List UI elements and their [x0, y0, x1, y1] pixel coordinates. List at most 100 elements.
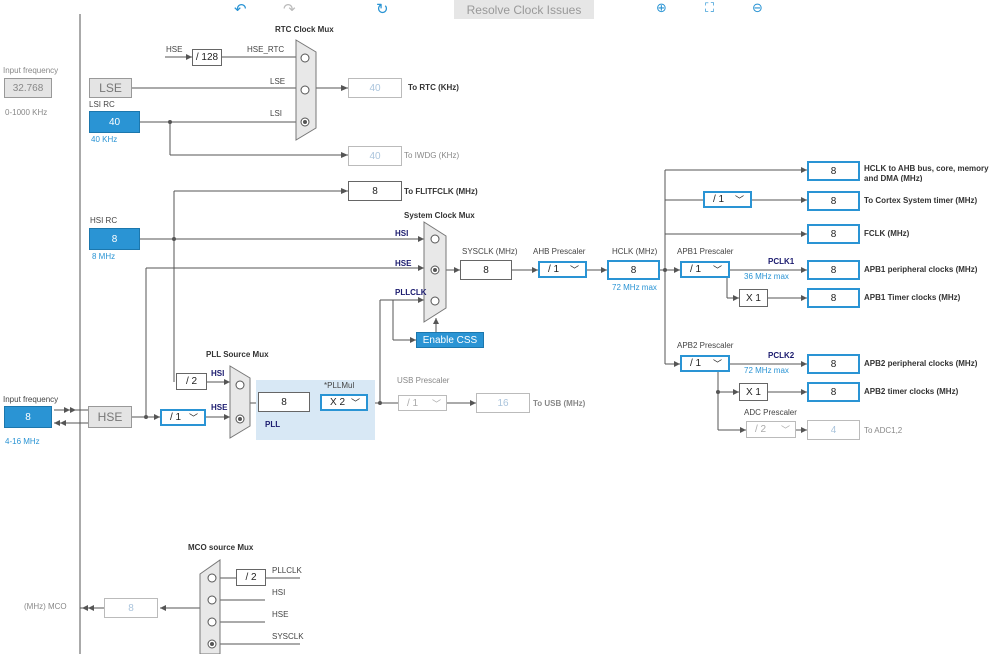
lsi-rc-unit: 40 KHz — [91, 135, 118, 144]
pllmul-label: *PLLMul — [324, 381, 355, 390]
apb1-timer-output-label: APB1 Timer clocks (MHz) — [864, 293, 961, 302]
hse-block[interactable]: HSE — [88, 406, 132, 428]
ahb-prescaler-label: AHB Prescaler — [533, 247, 586, 256]
hclk-field[interactable]: 8 — [607, 260, 660, 280]
apb2-timer-output-field[interactable]: 8 — [807, 382, 860, 402]
pll-mux-hsi-label: HSI — [211, 369, 225, 378]
chevron-down-icon: ﹀ — [712, 359, 722, 369]
apb2-max: 72 MHz max — [744, 366, 789, 375]
lse-input-caption: Input frequency — [3, 66, 59, 75]
apb1-max: 36 MHz max — [744, 272, 789, 281]
pclk2-label: PCLK2 — [768, 351, 795, 360]
hclk-ahb-output-field[interactable]: 8 — [807, 161, 860, 181]
mco-hse-label: HSE — [272, 610, 289, 619]
pll-source-mux-title: PLL Source Mux — [206, 350, 269, 359]
iwdg-output-label: To IWDG (KHz) — [404, 151, 460, 160]
pclk1-label: PCLK1 — [768, 257, 795, 266]
lse-input-range: 0-1000 KHz — [5, 108, 48, 117]
mco-pllclk-label: PLLCLK — [272, 566, 302, 575]
hclk-max: 72 MHz max — [612, 283, 657, 292]
apb1-timer-output-field[interactable]: 8 — [807, 288, 860, 308]
system-clock-mux-title: System Clock Mux — [404, 211, 475, 220]
apb2-peripheral-output-field[interactable]: 8 — [807, 354, 860, 374]
sysmux-hse-label: HSE — [395, 259, 412, 268]
apb2-prescaler-select[interactable]: / 1﹀ — [680, 355, 730, 372]
usb-prescaler-select[interactable]: / 1﹀ — [398, 395, 447, 411]
cortex-timer-output-field[interactable]: 8 — [807, 191, 860, 211]
hsi-rc-title: HSI RC — [90, 216, 118, 225]
apb2-peripheral-output-label: APB2 peripheral clocks (MHz) — [864, 359, 978, 368]
usb-output-field: 16 — [476, 393, 530, 413]
apb1-prescaler-label: APB1 Prescaler — [677, 247, 734, 256]
flitfclk-output-label: To FLITFCLK (MHz) — [404, 187, 478, 196]
cortex-timer-prescaler-select[interactable]: / 1﹀ — [703, 191, 752, 208]
rtc-output-field: 40 — [348, 78, 402, 98]
chevron-down-icon: ﹀ — [431, 398, 441, 409]
rtc-div128-box: / 128 — [192, 49, 222, 66]
hse-input-caption: Input frequency — [3, 395, 59, 404]
hsi-rc-unit: 8 MHz — [92, 252, 116, 261]
pll-mux-hse-label: HSE — [211, 403, 228, 412]
usb-output-label: To USB (MHz) — [533, 399, 586, 408]
lsi-rc-block[interactable]: 40 — [89, 111, 140, 133]
flitfclk-output-field: 8 — [348, 181, 402, 201]
mco-source-mux-title: MCO source Mux — [188, 543, 254, 552]
rtc-mux-title: RTC Clock Mux — [275, 25, 334, 34]
fclk-output-field[interactable]: 8 — [807, 224, 860, 244]
chevron-down-icon: ﹀ — [569, 265, 579, 275]
adc-prescaler-select[interactable]: / 2﹀ — [746, 421, 796, 438]
mco-output-label: (MHz) MCO — [24, 602, 67, 611]
zoom-out-icon[interactable]: ⊖ — [752, 0, 763, 15]
pll-name-label: PLL — [265, 420, 281, 429]
undo-icon[interactable]: ↶ — [234, 1, 247, 18]
apb2-prescaler-label: APB2 Prescaler — [677, 341, 734, 350]
sysclk-label: SYSCLK (MHz) — [462, 247, 518, 256]
refresh-icon[interactable]: ↻ — [376, 1, 389, 18]
lse-block[interactable]: LSE — [89, 78, 132, 98]
lse-input-field[interactable]: 32.768 — [4, 78, 52, 98]
rtc-output-label: To RTC (KHz) — [408, 83, 459, 92]
rtc-hse-rtc-label: HSE_RTC — [247, 45, 285, 54]
chevron-down-icon: ﹀ — [780, 425, 790, 435]
ahb-prescaler-select[interactable]: / 1﹀ — [538, 261, 587, 278]
mco-sysclk-label: SYSCLK — [272, 632, 304, 641]
hclk-label: HCLK (MHz) — [612, 247, 658, 256]
fclk-output-label: FCLK (MHz) — [864, 229, 910, 238]
adc-output-label: To ADC1,2 — [864, 426, 903, 435]
chevron-down-icon: ﹀ — [734, 195, 744, 205]
sysclk-field: 8 — [460, 260, 512, 280]
rtc-hse-label: HSE — [166, 45, 183, 54]
hse-prediv-select[interactable]: / 1﹀ — [160, 409, 206, 426]
resolve-clock-issues-button[interactable]: Resolve Clock Issues — [454, 0, 594, 19]
adc-prescaler-label: ADC Prescaler — [744, 408, 797, 417]
zoom-in-icon[interactable]: ⊕ — [656, 0, 667, 15]
pllmul-select[interactable]: X 2﹀ — [320, 394, 368, 411]
sysmux-hsi-label: HSI — [395, 229, 409, 238]
hsi-rc-block[interactable]: 8 — [89, 228, 140, 250]
apb1-prescaler-select[interactable]: / 1﹀ — [680, 261, 730, 278]
cortex-timer-output-label: To Cortex System timer (MHz) — [864, 196, 978, 205]
lsi-rc-title: LSI RC — [89, 100, 115, 109]
adc-output-field: 4 — [807, 420, 860, 440]
apb1-peripheral-output-field[interactable]: 8 — [807, 260, 860, 280]
chevron-down-icon: ﹀ — [350, 398, 360, 408]
sysmux-pllclk-label: PLLCLK — [395, 288, 427, 297]
rtc-lse-label: LSE — [270, 77, 286, 86]
fit-screen-icon[interactable]: ⛶ — [705, 0, 715, 15]
apb1-peripheral-output-label: APB1 peripheral clocks (MHz) — [864, 265, 978, 274]
pll-input-field: 8 — [258, 392, 310, 412]
redo-icon[interactable]: ↷ — [283, 1, 296, 18]
pll-hsi-div2-box: / 2 — [176, 373, 207, 390]
hse-input-field[interactable]: 8 — [4, 406, 52, 428]
hclk-ahb-output-label: HCLK to AHB bus, core, memory and DMA (M… — [864, 164, 989, 182]
enable-css-button[interactable]: Enable CSS — [416, 332, 484, 348]
iwdg-output-field: 40 — [348, 146, 402, 166]
apb2-timer-output-label: APB2 timer clocks (MHz) — [864, 387, 959, 396]
mco-pllclk-div2-box: / 2 — [236, 569, 266, 586]
rtc-lsi-label: LSI — [270, 109, 283, 118]
chevron-down-icon: ﹀ — [188, 413, 198, 423]
usb-prescaler-label: USB Prescaler — [397, 376, 450, 385]
mco-hsi-label: HSI — [272, 588, 286, 597]
hse-input-range: 4-16 MHz — [5, 437, 40, 446]
